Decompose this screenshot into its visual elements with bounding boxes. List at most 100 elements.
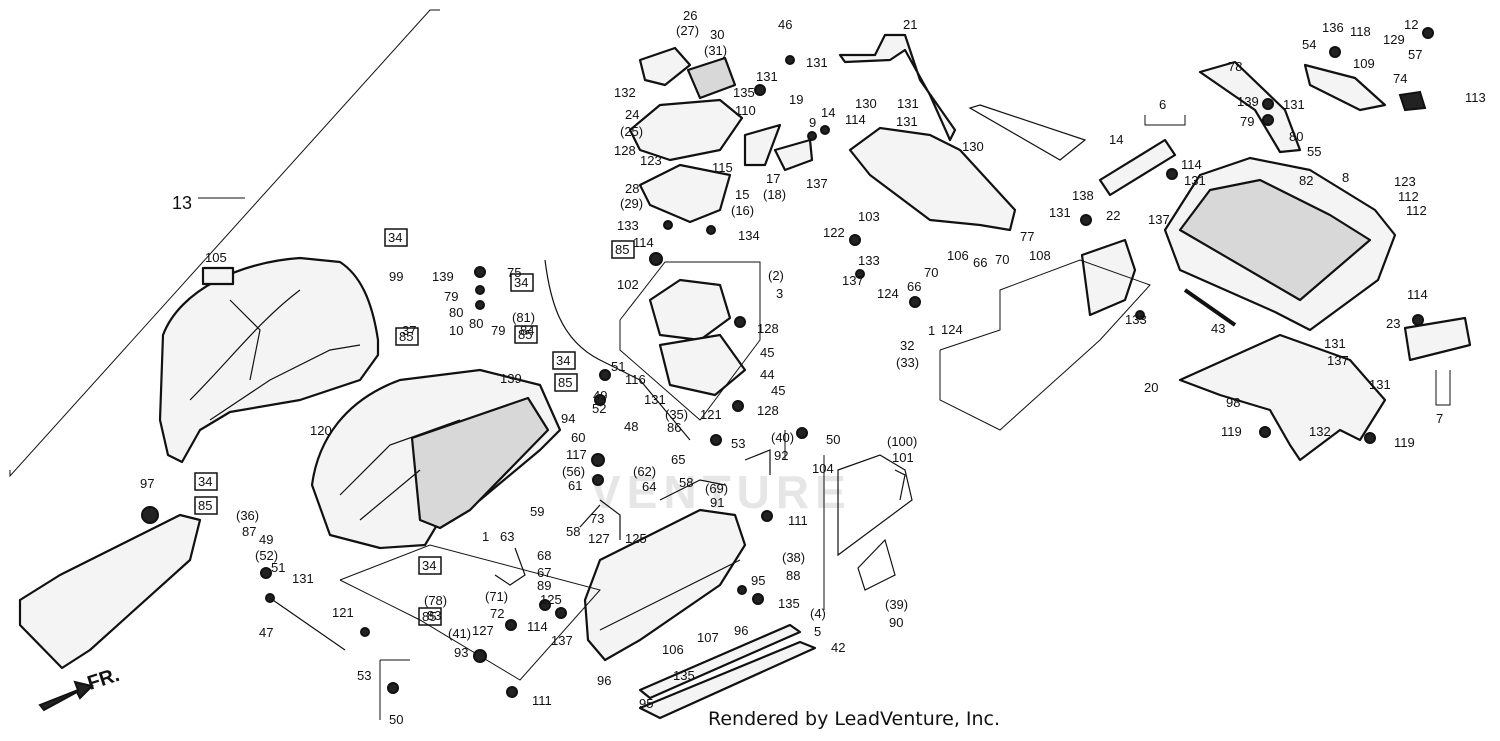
callout-label: 139 — [432, 269, 454, 284]
boxed-callout-label: 34 — [198, 474, 212, 489]
callout-label: 89 — [537, 578, 551, 593]
trunk-body-right — [1163, 156, 1397, 332]
callout-label: 12 — [1404, 17, 1418, 32]
callout-label: (71) — [485, 589, 508, 604]
callout-label: 96 — [597, 673, 611, 688]
callout-label: 132 — [614, 85, 636, 100]
callout-label: 88 — [786, 568, 800, 583]
callout-label: 22 — [1106, 208, 1120, 223]
callout-label: 112 — [1406, 203, 1427, 218]
callout-label: 131 — [644, 392, 666, 407]
callout-label: 67 — [537, 565, 551, 580]
callout-label: 86 — [667, 420, 681, 435]
boxed-callout-label: 34 — [556, 353, 570, 368]
trunk-inner-parts — [628, 46, 814, 224]
boxed-callout-label: 85 — [399, 329, 413, 344]
callout-label: 58 — [566, 524, 580, 539]
callout-label: 94 — [561, 411, 575, 426]
callout-label: 104 — [812, 461, 834, 476]
callout-label: 127 — [472, 623, 494, 638]
callout-label: 131 — [1184, 173, 1206, 188]
callout-label: 114 — [1181, 157, 1202, 172]
callout-label: (18) — [763, 187, 786, 202]
callout-label: 123 — [640, 153, 662, 168]
callout-label: 30 — [710, 27, 724, 42]
callout-label: 125 — [540, 592, 562, 607]
callout-label: 106 — [662, 642, 684, 657]
callout-label: 125 — [625, 531, 647, 546]
tail-light-cluster — [619, 261, 761, 421]
boxed-callout-label: 85 — [198, 498, 212, 513]
callout-label: 133 — [617, 218, 639, 233]
callout-label: 132 — [1309, 424, 1331, 439]
callout-label: 72 — [490, 606, 504, 621]
callout-label: 131 — [1369, 377, 1391, 392]
callout-label: 137 — [1148, 212, 1170, 227]
callout-label: 5 — [814, 624, 821, 639]
boxed-callout: 85 — [514, 325, 538, 344]
callout-label: 137 — [1327, 353, 1349, 368]
callout-label: 135 — [733, 85, 755, 100]
callout-label: 93 — [454, 645, 468, 660]
callout-label: 77 — [1020, 229, 1034, 244]
callout-label: 114 — [845, 112, 866, 127]
callout-label: 44 — [760, 367, 774, 382]
boxed-callout-label: 85 — [615, 242, 629, 257]
callout-label: 59 — [530, 504, 544, 519]
callout-label: 23 — [1386, 316, 1400, 331]
callout-label: 61 — [568, 478, 582, 493]
trim-strip-4 — [638, 623, 802, 700]
callout-label: 129 — [1383, 32, 1405, 47]
callout-label: 63 — [500, 529, 514, 544]
callout-label: 70 — [924, 265, 938, 280]
callout-label: 98 — [1226, 395, 1240, 410]
boxed-callout-label: 34 — [514, 275, 528, 290]
callout-label: (2) — [768, 268, 784, 283]
callout-label: 54 — [1302, 37, 1316, 52]
boxed-callout: 34 — [418, 556, 442, 575]
callout-label: (78) — [424, 593, 447, 608]
callout-label: (36) — [236, 508, 259, 523]
callout-label: (81) — [512, 310, 535, 325]
callout-label: 49 — [593, 388, 607, 403]
callout-label: 32 — [900, 338, 914, 353]
callout-label: (29) — [620, 196, 643, 211]
callout-label: 131 — [806, 55, 828, 70]
trunk-rail — [838, 33, 957, 142]
callout-label: (39) — [885, 597, 908, 612]
callout-label: 50 — [826, 432, 840, 447]
boxed-callout-label: 34 — [422, 558, 436, 573]
callout-label: 95 — [751, 573, 765, 588]
callout-label: (27) — [676, 23, 699, 38]
callout-label: 92 — [774, 448, 788, 463]
callout-label: 3 — [776, 286, 783, 301]
callout-label: 135 — [778, 596, 800, 611]
callout-label: 139 — [1237, 94, 1259, 109]
credit-text: Rendered by LeadVenture, Inc. — [708, 708, 1001, 730]
saddlebag-body-left — [310, 368, 562, 550]
callout-label: 9 — [809, 115, 816, 130]
callout-label: 131 — [1283, 97, 1305, 112]
callout-label: 131 — [1324, 336, 1346, 351]
callout-label: 133 — [1125, 312, 1147, 327]
boxed-callout-label: 85 — [422, 609, 436, 624]
watermark-text: VENTURE — [590, 466, 852, 518]
callout-label: 58 — [679, 475, 693, 490]
trunk-lid — [848, 104, 1087, 232]
callout-label: 111 — [532, 693, 552, 708]
callout-label: 105 — [205, 250, 227, 265]
release-cable — [544, 259, 691, 441]
callout-label: 90 — [889, 615, 903, 630]
front-arrow-icon: FR. — [38, 664, 122, 712]
callout-label: (25) — [620, 124, 643, 139]
callout-label: 14 — [821, 105, 835, 120]
saddlebag-lid-left — [158, 256, 380, 464]
callout-label: 122 — [823, 225, 845, 240]
callout-label: (41) — [448, 626, 471, 641]
callout-label: 114 — [1407, 287, 1428, 302]
trim-strip-42 — [638, 640, 817, 720]
label-plate — [201, 266, 235, 286]
callout-label: 50 — [389, 712, 403, 727]
callout-label: (56) — [562, 464, 585, 479]
callout-label: 128 — [757, 403, 779, 418]
